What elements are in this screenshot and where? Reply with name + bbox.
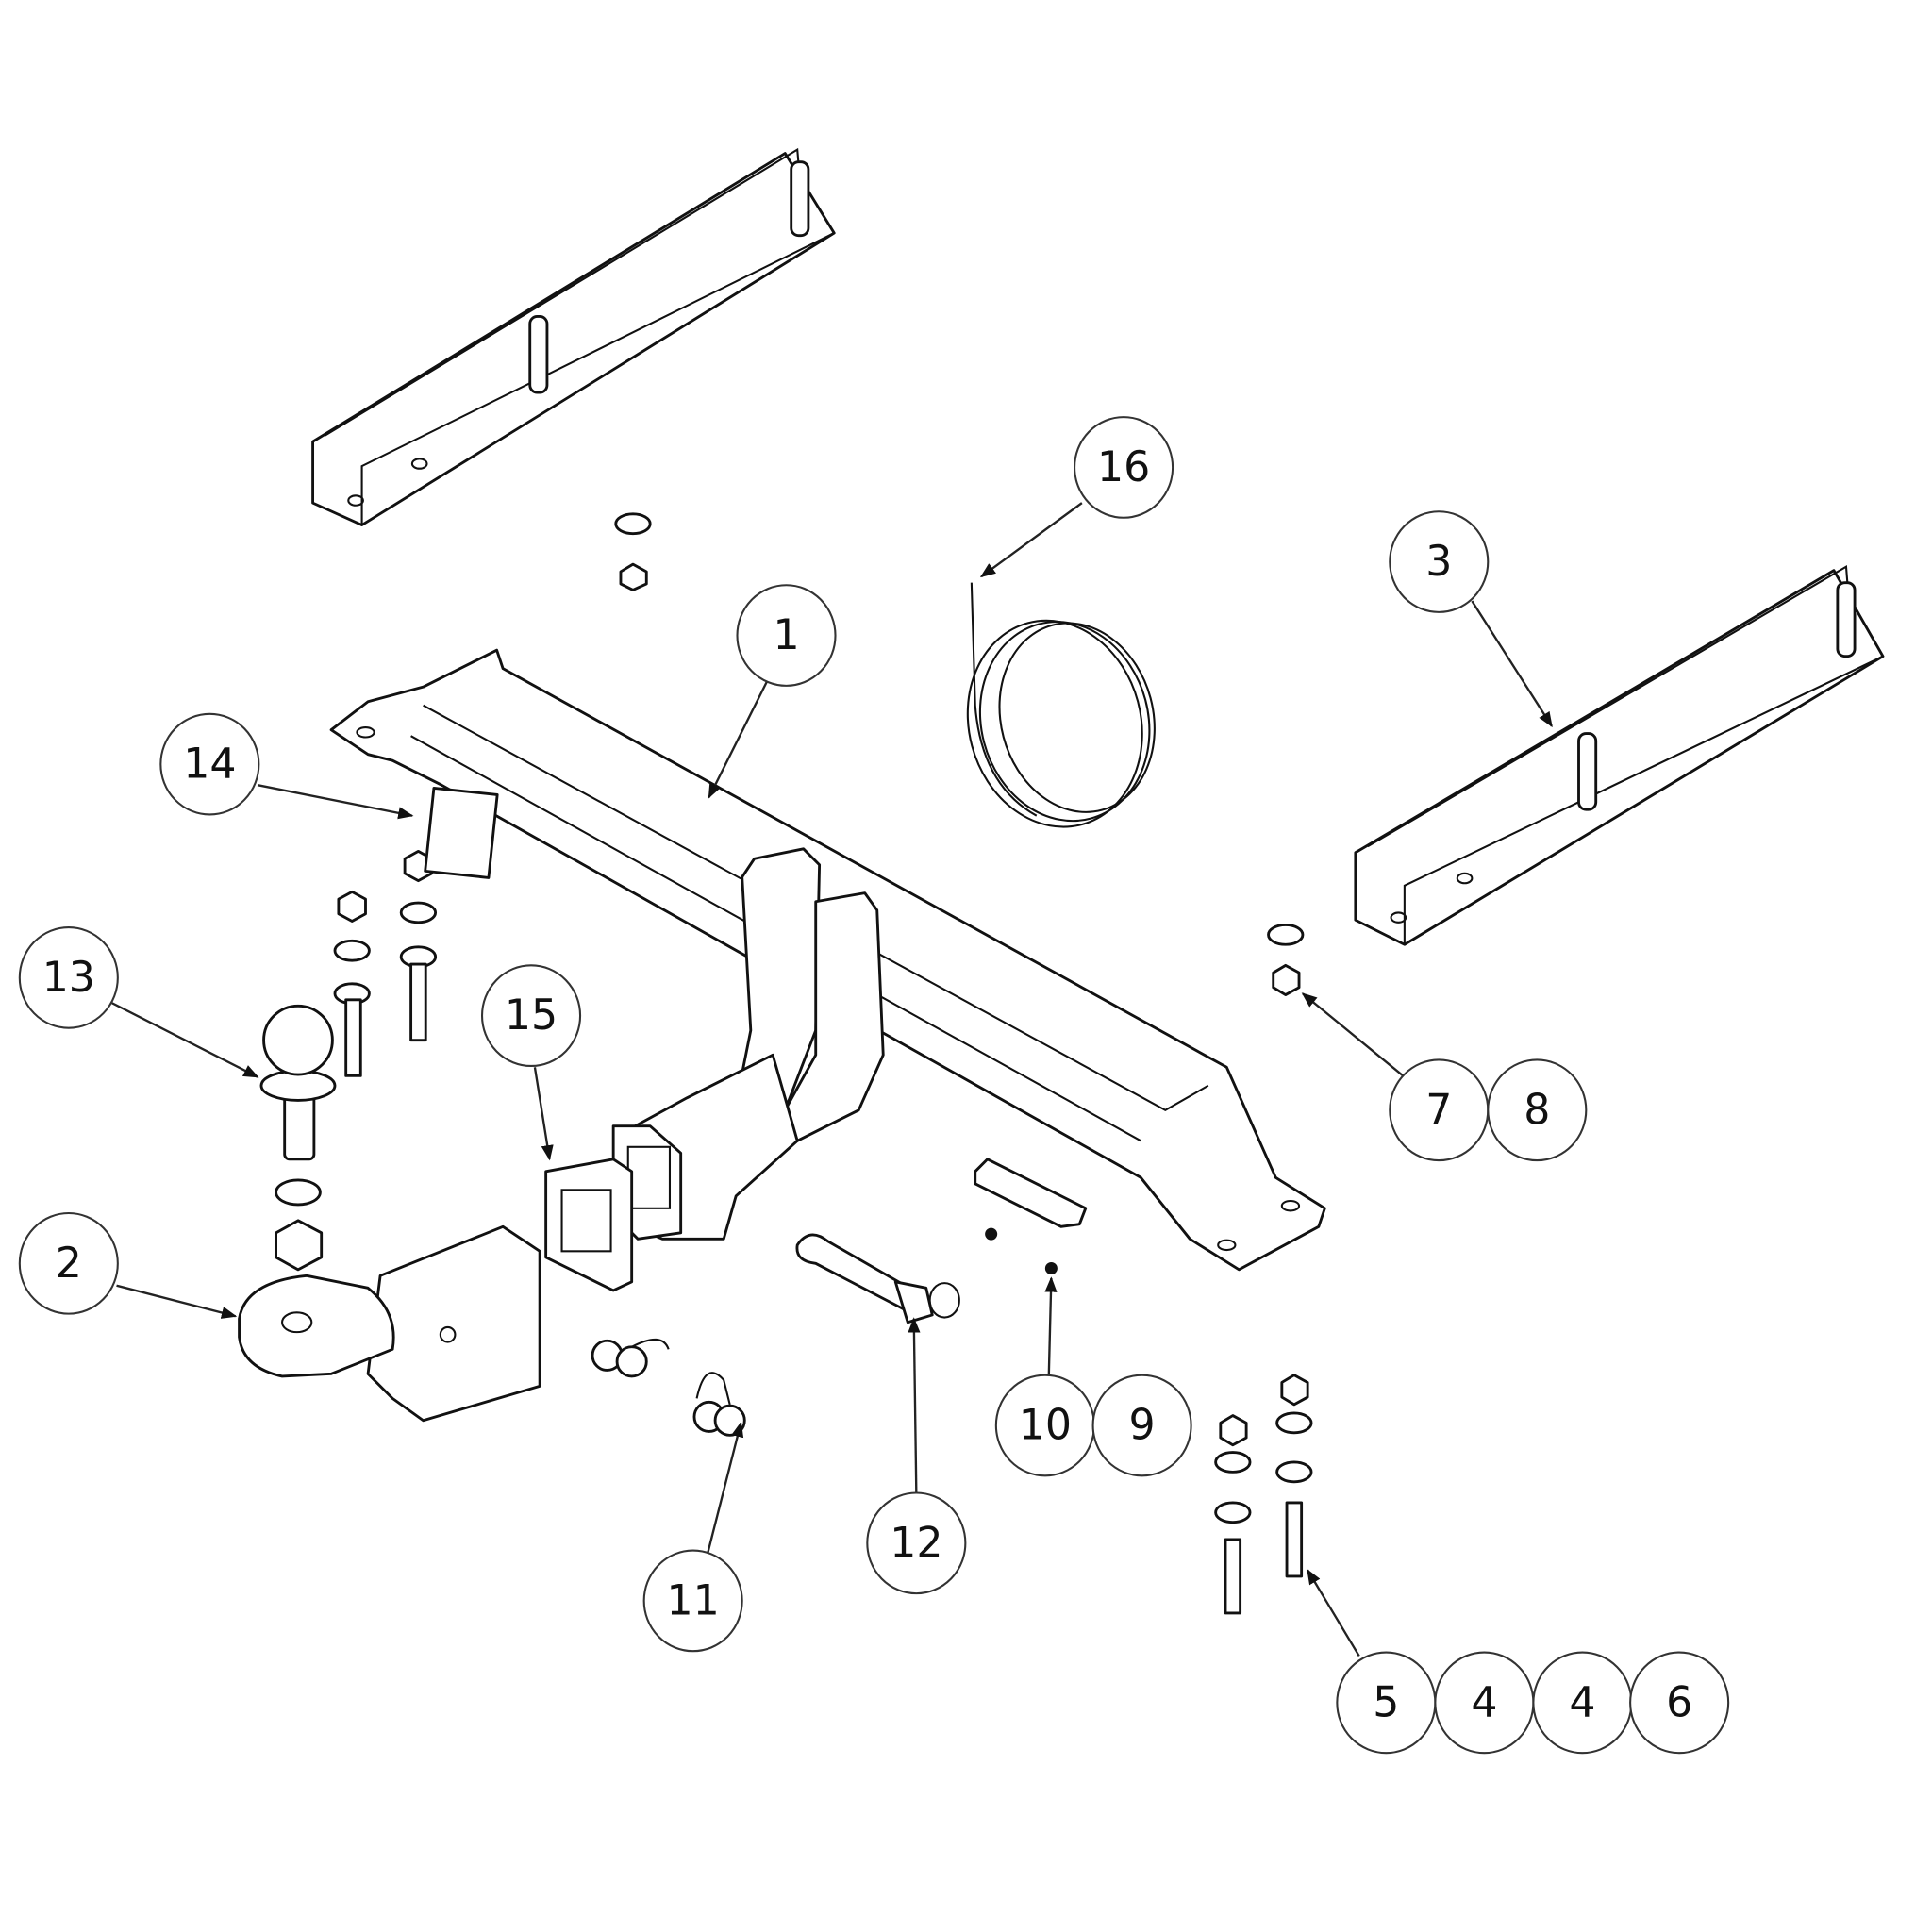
balloon-2: 2	[18, 1211, 119, 1315]
leader-lines	[109, 502, 1553, 1657]
balloon-1: 1	[736, 584, 837, 687]
balloon-10: 10	[994, 1374, 1095, 1477]
balloon-7: 7	[1389, 1058, 1490, 1162]
balloon-9: 9	[1091, 1374, 1192, 1477]
svg-text:4: 4	[1569, 1678, 1595, 1726]
mounting-bracket-right	[1354, 565, 1885, 946]
svg-text:7: 7	[1425, 1086, 1452, 1134]
svg-text:5: 5	[1373, 1678, 1399, 1726]
balloon-4-second: 4	[1532, 1651, 1633, 1755]
hardware	[333, 512, 1313, 1615]
balloon-4: 4	[1434, 1651, 1535, 1755]
svg-text:9: 9	[1129, 1401, 1156, 1449]
balloon-13: 13	[18, 925, 119, 1029]
svg-text:11: 11	[667, 1576, 720, 1624]
balloon-15: 15	[480, 964, 582, 1068]
mounting-bracket-left	[311, 147, 836, 526]
balloon-8: 8	[1487, 1058, 1588, 1162]
svg-text:6: 6	[1666, 1678, 1692, 1726]
svg-text:10: 10	[1019, 1401, 1072, 1449]
svg-text:14: 14	[183, 741, 236, 789]
tow-ball	[259, 1004, 337, 1272]
balloon-6: 6	[1629, 1651, 1730, 1755]
hitch-pin	[795, 1233, 960, 1324]
svg-text:12: 12	[890, 1519, 942, 1567]
balloon-11: 11	[642, 1549, 743, 1653]
balloon-12: 12	[866, 1491, 967, 1595]
svg-text:4: 4	[1471, 1678, 1497, 1726]
svg-text:1: 1	[773, 611, 799, 659]
balloon-14: 14	[159, 712, 260, 816]
ball-mount	[238, 1224, 541, 1423]
svg-text:3: 3	[1425, 538, 1452, 586]
main-crossbar	[329, 648, 1326, 1272]
wiring-loom	[966, 582, 1156, 828]
balloon-5: 5	[1336, 1651, 1437, 1755]
svg-text:8: 8	[1524, 1086, 1550, 1134]
svg-text:2: 2	[56, 1240, 82, 1288]
balloon-3: 3	[1389, 510, 1490, 613]
receiver-cover	[544, 1158, 634, 1292]
svg-text:15: 15	[505, 991, 558, 1040]
svg-text:16: 16	[1097, 443, 1150, 491]
svg-text:13: 13	[42, 954, 95, 1002]
safety-chain-shackles	[591, 1338, 746, 1437]
balloon-16: 16	[1074, 416, 1174, 519]
